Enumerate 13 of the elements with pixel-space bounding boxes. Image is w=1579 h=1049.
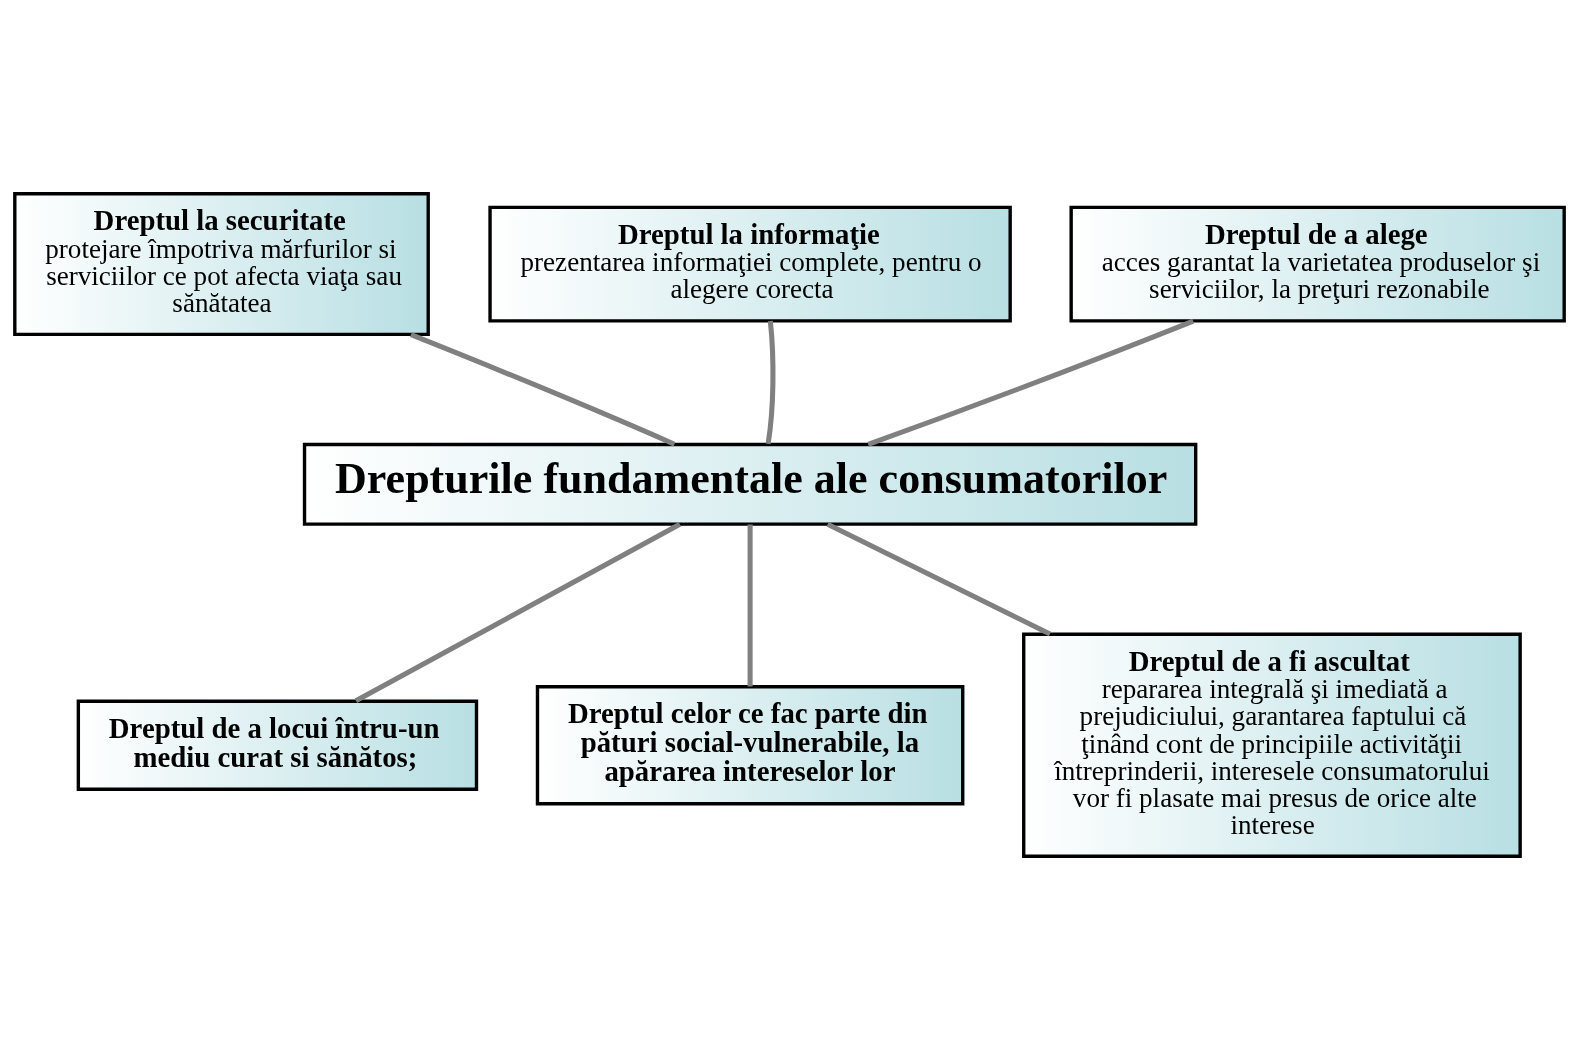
node-box: Drepturile fundamentale ale consumatorilor (302, 442, 1198, 526)
node-box: Dreptul de a locui întru-un mediu curat si sănătos; (76, 699, 479, 791)
node-box: Dreptul la informaţie prezentarea informaţiei complete, pentru o alegere corecta (488, 205, 1012, 323)
connector (765, 320, 776, 444)
connector (867, 318, 1195, 447)
node-box: Dreptul de a alege acces garantat la varietatea produselor şi serviciilor, la preţuri rezonabile (1069, 205, 1566, 323)
node-box: Dreptul celor ce fac parte din pături social-vulnerabile, la apărarea intereselor lor (535, 684, 965, 805)
connector (410, 331, 676, 447)
connector (354, 521, 682, 703)
node-box: Dreptul la securitate protejare împotriva mărfurilor si serviciilor ce pot afecta viaţa sau sănătatea (13, 191, 430, 336)
node-box: Dreptul de a fi ascultat repararea integrală şi imediată a prejudiciului, garantarea faptului că ţinând cont de principiile activităţii întreprinderii, interesele consumatorului vor fi plasate mai presus de orice alte interese (1022, 632, 1522, 858)
connector (747, 524, 753, 687)
connector (826, 521, 1052, 636)
